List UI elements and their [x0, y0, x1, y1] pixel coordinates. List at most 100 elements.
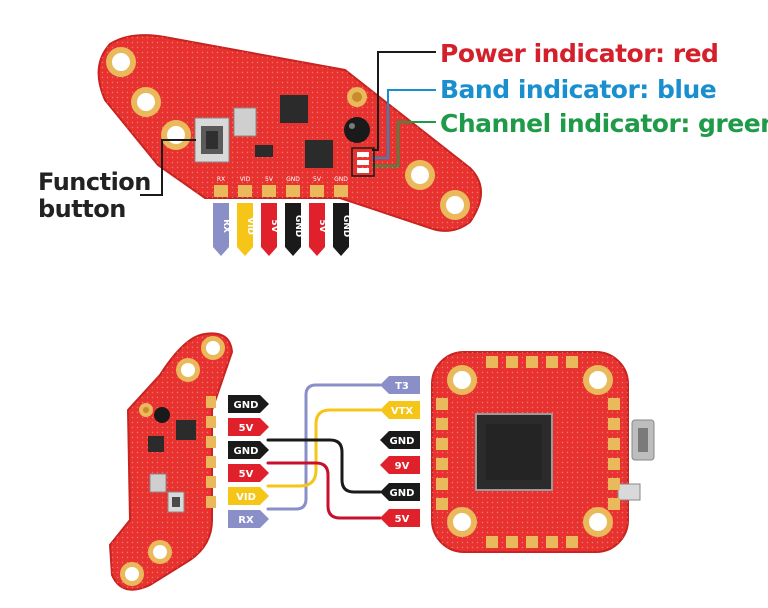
right-connection-tag: 9V: [380, 456, 420, 474]
pad: [206, 416, 216, 428]
pad: [486, 356, 498, 368]
function-button-icon: [194, 117, 230, 163]
mount-hole: [148, 540, 172, 564]
tag-label: 5V: [239, 423, 254, 434]
tag-label: 9V: [395, 461, 410, 472]
pad-silk-label: GND: [334, 176, 348, 183]
pad: [436, 418, 448, 430]
pad-silk-label: 5V: [313, 176, 322, 183]
top-vtx-board: RX VID 5V GND 5V GND: [97, 34, 482, 232]
left-connection-tag: GND: [228, 441, 269, 459]
pad-silk-label: 5V: [265, 176, 274, 183]
pin-tag-label: RX: [221, 219, 231, 233]
pad: [436, 458, 448, 470]
pad: 5V: [310, 176, 324, 197]
pin-tag-label: VID: [245, 217, 255, 235]
chip-icon: [148, 420, 196, 493]
tag-label: VTX: [391, 406, 414, 417]
left-connection-tag: 5V: [228, 418, 269, 436]
antenna-connector-icon: [344, 87, 370, 143]
pad-silk-label: GND: [286, 176, 300, 183]
pad: [206, 456, 216, 468]
mount-hole: [161, 120, 191, 150]
mount-hole: [440, 190, 470, 220]
mount-hole: [447, 507, 477, 537]
left-connection-tag: 5V: [228, 464, 269, 482]
chip-icon: [255, 95, 333, 168]
usb-port-icon: [631, 419, 655, 461]
function-button-label: Function: [38, 168, 151, 196]
pad: VID: [238, 176, 252, 197]
tag-label: GND: [390, 436, 415, 447]
function-button-label: button: [38, 195, 126, 223]
pad: [486, 536, 498, 548]
tag-label: GND: [234, 446, 259, 457]
left-connection-tag: RX: [228, 510, 269, 528]
wire-5v-5v: [266, 461, 382, 520]
pin-tag-label: 5V: [317, 219, 327, 232]
mount-hole: [405, 160, 435, 190]
pad: 5V: [262, 176, 276, 197]
pad: [206, 396, 216, 408]
pin-tag: VID: [237, 203, 255, 256]
top-pin-tags: RX VID 5V GND 5V GND: [213, 203, 351, 256]
tag-label: 5V: [239, 469, 254, 480]
pad: [526, 356, 538, 368]
wire-vid-vtx: [266, 408, 382, 488]
mount-hole: [447, 365, 477, 395]
pin-tag-label: GND: [293, 215, 303, 237]
mount-hole: [131, 87, 161, 117]
pad: [436, 398, 448, 410]
pad: [608, 478, 620, 490]
tag-label: 5V: [395, 514, 410, 525]
tag-label: T3: [395, 381, 409, 392]
pad: [608, 398, 620, 410]
pad: GND: [334, 176, 348, 197]
power-indicator-label: Power indicator: red: [440, 39, 718, 68]
pin-tag-label: GND: [341, 215, 351, 237]
pad: [206, 476, 216, 488]
band-callout-line: [372, 89, 436, 159]
antenna-connector-icon: [139, 403, 170, 423]
pin-tag: GND: [285, 203, 303, 256]
pad: [506, 356, 518, 368]
right-connection-tag: GND: [380, 483, 420, 501]
mount-hole: [583, 507, 613, 537]
led-icon: [357, 152, 369, 173]
pin-tag: 5V: [309, 203, 327, 256]
pin-tag: GND: [333, 203, 351, 256]
pad-silk-label: VID: [240, 176, 251, 183]
left-connection-tags: GND 5V GND 5V VID RX: [228, 395, 269, 528]
bottom-vtx-board: [108, 332, 234, 591]
pad: [566, 536, 578, 548]
tag-label: RX: [238, 515, 254, 526]
pin-tag: RX: [213, 203, 231, 256]
pad: [546, 536, 558, 548]
tag-label: GND: [234, 400, 259, 411]
indicator-callouts: [351, 51, 436, 177]
right-connection-tag: 5V: [380, 509, 420, 527]
pad: [608, 458, 620, 470]
power-callout-line: [372, 51, 436, 151]
tag-label: GND: [390, 488, 415, 499]
pad: [206, 496, 216, 508]
pad: [546, 356, 558, 368]
channel-indicator-label: Channel indicator: green: [440, 109, 768, 138]
mount-hole: [106, 47, 136, 77]
wires: [266, 383, 382, 520]
mount-hole: [583, 365, 613, 395]
pad: [608, 418, 620, 430]
right-connection-tag: GND: [380, 431, 420, 449]
tag-label: VID: [236, 492, 256, 503]
band-indicator-label: Band indicator: blue: [440, 75, 716, 104]
flight-controller-board: [431, 351, 655, 553]
pad: [506, 536, 518, 548]
boot-button-icon: [617, 483, 641, 501]
crystal-oscillator: [233, 107, 257, 137]
right-connection-tag: T3: [380, 376, 420, 394]
left-connection-tag: VID: [228, 487, 269, 505]
pad: [436, 438, 448, 450]
pin-tag-label: 5V: [269, 219, 279, 232]
